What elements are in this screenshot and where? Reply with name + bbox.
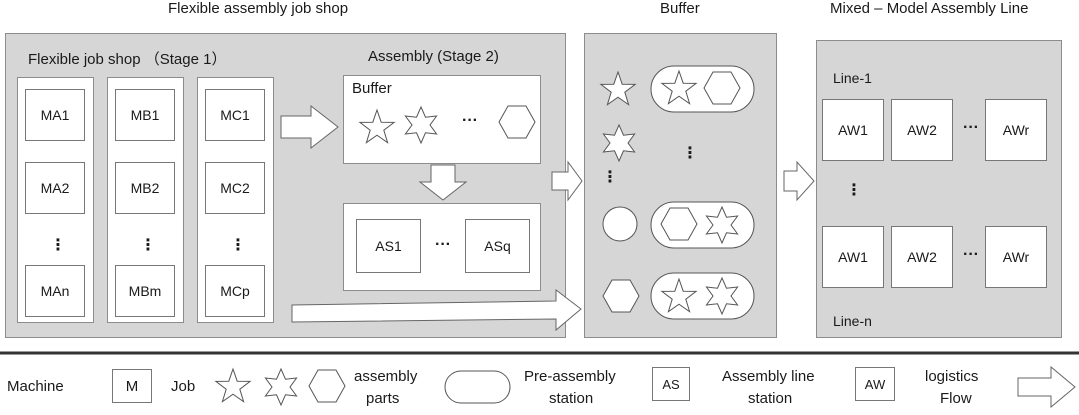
circle-icon	[602, 206, 638, 242]
star-5-icon	[359, 109, 395, 144]
buffer-vdots-right: ⋮	[682, 145, 698, 162]
aw-row1-hdots: ···	[963, 119, 979, 136]
block-arrow-icon	[783, 160, 815, 202]
legend-assembly-line-1: Assembly line	[722, 368, 815, 385]
star-6-icon	[264, 368, 298, 406]
vdots-b: ⋮	[140, 237, 156, 254]
line-n-label: Line-n	[833, 313, 872, 329]
rounded-rect-icon	[650, 272, 755, 320]
buffer-title: Buffer	[660, 0, 700, 17]
block-arrow-icon	[1017, 365, 1076, 409]
aw-row2-hdots: ···	[963, 246, 979, 263]
machine-mb1: MB1	[115, 89, 175, 141]
legend-assembly-parts-2: parts	[366, 390, 400, 407]
legend-pre-assembly-1: Pre-assembly	[524, 368, 616, 385]
legend-assembly-line-2: station	[748, 390, 793, 407]
machine-mc1: MC1	[205, 89, 265, 141]
legend-logistics-1: logistics	[925, 368, 979, 385]
legend-assembly-parts-1: assembly	[354, 368, 418, 385]
hexagon-icon	[498, 105, 536, 139]
vdots-a: ⋮	[50, 237, 66, 254]
hexagon-icon	[602, 279, 640, 313]
legend-machine: Machine	[7, 378, 64, 395]
assembly-station-asq: ASq	[465, 219, 530, 273]
vdots-c: ⋮	[230, 237, 246, 254]
stage2-title: Assembly (Stage 2)	[368, 48, 499, 65]
machine-mbm: MBm	[115, 265, 175, 317]
mixed-model-title: Mixed – Model Assembly Line	[830, 0, 1029, 17]
star-6-icon	[602, 124, 636, 162]
machine-mcp: MCp	[205, 265, 265, 317]
legend-machine-box: M	[112, 369, 152, 403]
legend-job: Job	[171, 378, 196, 395]
machine-mb2: MB2	[115, 162, 175, 214]
legend-pre-assembly-2: station	[549, 390, 594, 407]
legend-aw-box: AW	[855, 367, 895, 401]
aw-row2-2: AW2	[891, 226, 953, 288]
aw-vdots: ⋮	[846, 182, 862, 199]
aw-row1-r: AWr	[985, 99, 1047, 161]
block-arrow-icon	[418, 164, 468, 201]
assembly-station-as1: AS1	[356, 219, 421, 273]
stage2-buffer-label: Buffer	[352, 80, 392, 97]
legend-as-box: AS	[652, 367, 690, 401]
aw-row1-1: AW1	[822, 99, 884, 161]
stage1-title: Flexible job shop （Stage 1）	[28, 51, 227, 68]
star-6-icon	[404, 106, 438, 144]
aw-row2-r: AWr	[985, 226, 1047, 288]
aw-row1-2: AW2	[891, 99, 953, 161]
machine-ma1: MA1	[25, 89, 85, 141]
block-arrow-icon	[280, 104, 339, 150]
stage2-buffer-hdots: ···	[462, 112, 478, 129]
star-5-icon	[600, 71, 636, 106]
legend-logistics-2: Flow	[940, 390, 972, 407]
flexible-assembly-title: Flexible assembly job shop	[168, 0, 349, 17]
aw-row2-1: AW1	[822, 226, 884, 288]
machine-man: MAn	[25, 265, 85, 317]
hexagon-icon	[308, 369, 346, 403]
assembly-line-panel	[816, 40, 1062, 338]
machine-ma2: MA2	[25, 162, 85, 214]
block-arrow-icon	[291, 288, 582, 332]
stations-hdots: ···	[435, 236, 451, 253]
machine-mc2: MC2	[205, 162, 265, 214]
line-1-label: Line-1	[833, 70, 872, 86]
buffer-vdots-left: ⋮	[602, 169, 618, 186]
block-arrow-icon	[551, 160, 583, 202]
star-5-icon	[215, 368, 251, 403]
rounded-rect-icon	[444, 370, 511, 404]
